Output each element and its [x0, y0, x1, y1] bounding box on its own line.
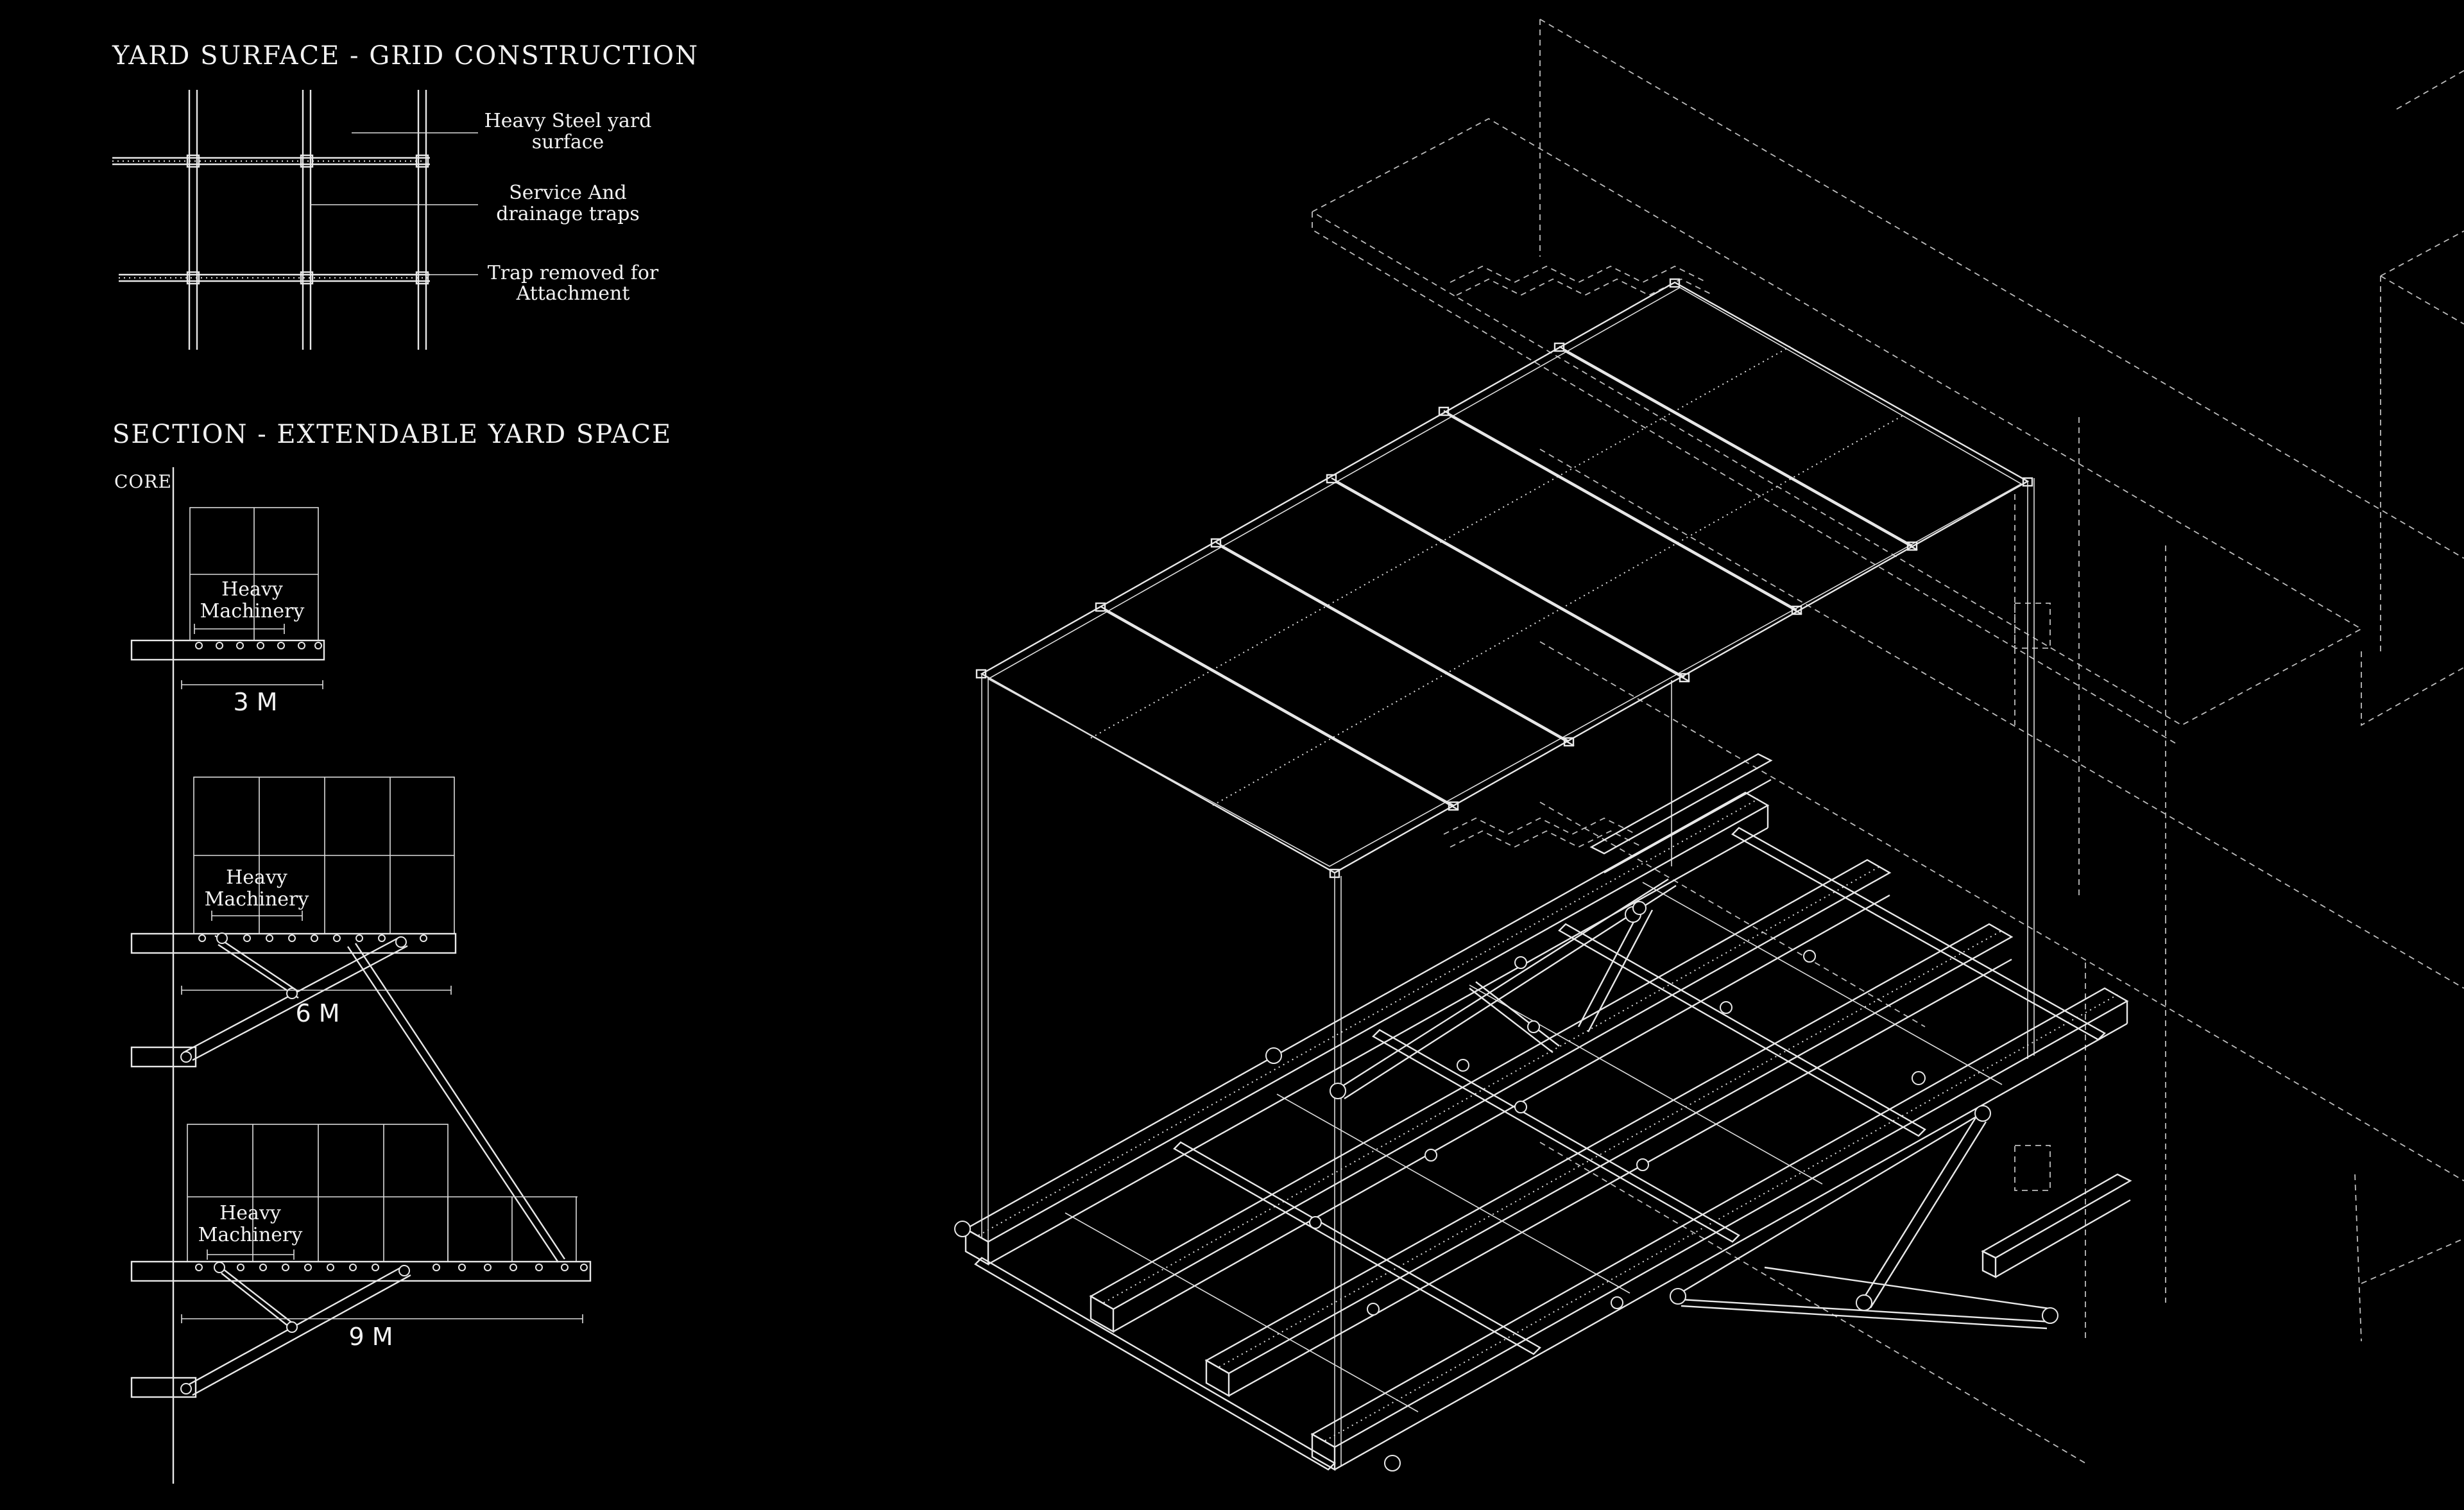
callout-steel-surface: Heavy Steel yard surface — [484, 110, 652, 153]
svg-text:Heavy: Heavy — [219, 1202, 281, 1224]
pin-joints — [954, 901, 2058, 1471]
section-3m: Heavy Machinery 3 M — [130, 507, 325, 716]
dimension-3m: 3 M — [233, 688, 277, 716]
svg-text:Heavy: Heavy — [226, 866, 287, 889]
yard-surface-top — [975, 278, 2033, 879]
section-9m: Heavy Machinery 9 M — [130, 1124, 592, 1398]
grid-surface-upper — [112, 154, 430, 168]
callout-drainage-traps: Service And drainage traps — [496, 182, 640, 225]
section-extendable-yard: SECTION - EXTENDABLE YARD SPACE CORE Hea… — [112, 420, 672, 1484]
dimension-6m: 6 M — [295, 999, 339, 1027]
building-context-dashed — [1312, 19, 2464, 1464]
grid-rails — [188, 90, 427, 350]
section-6m: Heavy Machinery 6 M — [130, 776, 457, 1068]
machinery-label: Heavy — [221, 578, 283, 601]
grid-construction-title: YARD SURFACE - GRID CONSTRUCTION — [112, 41, 699, 71]
section-9m-bolts — [195, 1264, 588, 1271]
yard-surface-joints — [975, 278, 2033, 879]
main-beams — [964, 791, 2129, 1471]
svg-text:Machinery: Machinery — [198, 1224, 303, 1246]
svg-text:Machinery: Machinery — [200, 600, 305, 622]
svg-text:Heavy Steel yard: Heavy Steel yard — [484, 110, 652, 132]
diagonal-struts — [1334, 878, 2054, 1330]
core-label: CORE — [114, 471, 172, 492]
core-brackets — [1589, 753, 2132, 1278]
grid-surface-lower — [119, 271, 430, 285]
callout-trap-removed: Trap removed for Attachment — [488, 262, 659, 305]
axonometric-view — [954, 19, 2464, 1471]
svg-text:Trap removed for: Trap removed for — [488, 262, 659, 284]
section-6m-bolts — [198, 934, 427, 942]
section-3m-bolts — [195, 642, 322, 649]
svg-text:Attachment: Attachment — [516, 282, 630, 305]
svg-text:Service And: Service And — [509, 182, 626, 204]
dimension-9m: 9 M — [348, 1323, 393, 1351]
section-title: SECTION - EXTENDABLE YARD SPACE — [112, 420, 672, 449]
svg-text:Machinery: Machinery — [205, 888, 309, 911]
structural-frame — [954, 753, 2132, 1471]
cross-beams — [974, 827, 2106, 1471]
grid-construction-detail: YARD SURFACE - GRID CONSTRUCTION — [112, 41, 699, 350]
long-diagonal-tie — [347, 946, 559, 1263]
svg-text:drainage traps: drainage traps — [496, 203, 640, 225]
svg-text:surface: surface — [532, 131, 604, 153]
